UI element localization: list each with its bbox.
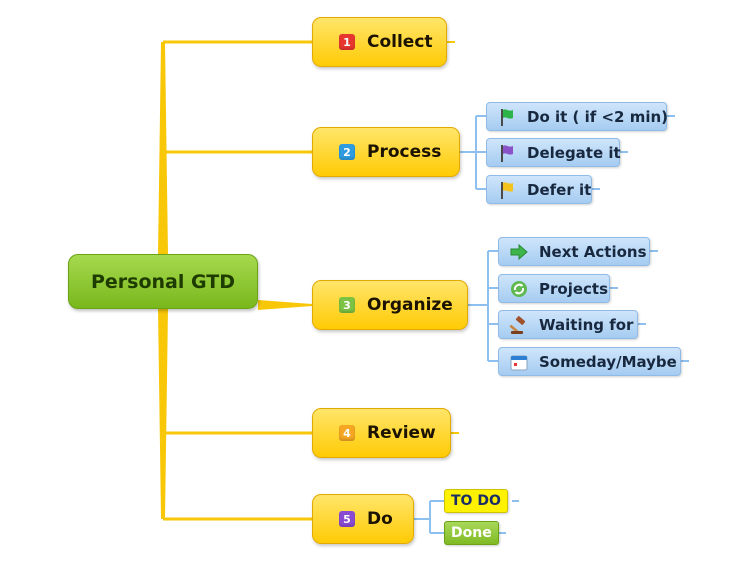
branch-process-label: Process — [367, 142, 442, 162]
organize-waiting-for[interactable]: Waiting for — [498, 310, 638, 339]
process-delegate-it[interactable]: Delegate it — [486, 138, 621, 167]
branch-process[interactable]: 2 Process — [312, 127, 460, 177]
organize-someday-maybe[interactable]: Someday/Maybe — [498, 347, 681, 376]
yellow-flag-icon — [501, 181, 513, 199]
organize-next-actions[interactable]: Next Actions — [498, 237, 650, 266]
organize-connectors — [468, 250, 689, 362]
trunk-lower — [158, 308, 168, 519]
root-node[interactable]: Personal GTD — [68, 254, 258, 309]
arrow-right-icon — [510, 243, 528, 260]
number-1-icon: 1 — [339, 34, 355, 50]
branch-do[interactable]: 5 Do — [312, 494, 414, 544]
root-label: Personal GTD — [90, 270, 235, 293]
trunk-upper — [158, 42, 168, 255]
organize-projects[interactable]: Projects — [498, 274, 610, 303]
recycle-icon — [511, 280, 527, 297]
do-done-label: Done — [451, 525, 492, 541]
branch-organize-label: Organize — [367, 295, 453, 315]
organize-next-actions-label: Next Actions — [539, 242, 647, 261]
process-do-it-label: Do it ( if <2 min) — [527, 107, 669, 126]
branch-collect[interactable]: 1 Collect — [312, 17, 447, 67]
do-done-tag[interactable]: Done — [444, 521, 499, 545]
do-todo-tag[interactable]: TO DO — [444, 489, 508, 513]
number-5-icon: 5 — [339, 511, 355, 527]
process-defer-it[interactable]: Defer it — [486, 175, 592, 204]
do-todo-label: TO DO — [451, 493, 501, 509]
process-connectors — [460, 115, 675, 190]
gavel-icon — [509, 315, 526, 334]
number-4-icon: 4 — [339, 425, 355, 441]
branch-collect-label: Collect — [367, 32, 433, 52]
number-3-icon: 3 — [339, 297, 355, 313]
branch-do-label: Do — [367, 509, 393, 529]
process-defer-it-label: Defer it — [527, 180, 592, 199]
root-organize-link — [258, 300, 312, 310]
do-connectors — [414, 500, 519, 534]
branch-organize[interactable]: 3 Organize — [312, 280, 468, 330]
process-do-it[interactable]: Do it ( if <2 min) — [486, 102, 669, 131]
number-2-icon: 2 — [339, 144, 355, 160]
calendar-icon — [510, 355, 528, 370]
organize-waiting-for-label: Waiting for — [539, 315, 634, 334]
green-flag-icon — [501, 108, 513, 126]
purple-flag-icon — [501, 144, 513, 162]
branch-review-label: Review — [367, 423, 436, 443]
branch-review[interactable]: 4 Review — [312, 408, 451, 458]
organize-projects-label: Projects — [539, 279, 609, 298]
organize-someday-maybe-label: Someday/Maybe — [539, 352, 677, 371]
process-delegate-it-label: Delegate it — [527, 143, 621, 162]
